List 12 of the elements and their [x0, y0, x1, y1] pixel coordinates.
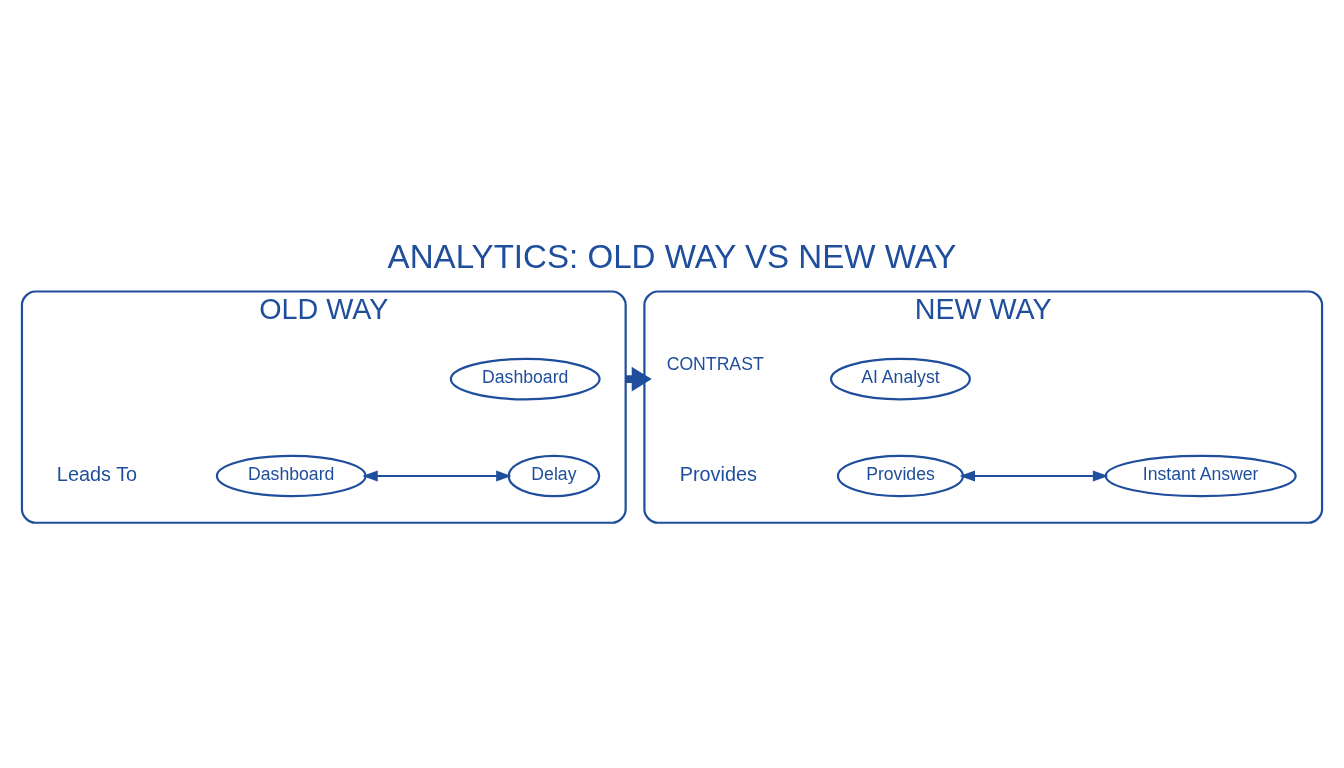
node-ellipse: Provides [836, 454, 965, 497]
node-ellipse: AI Analyst [829, 357, 971, 400]
node-ellipse: Instant Answer [1104, 454, 1297, 497]
diagram-title: ANALYTICS: OLD WAY VS NEW WAY [387, 237, 957, 275]
arrow [959, 470, 1109, 481]
node-ellipse: Dashboard [215, 454, 367, 497]
label: Provides [679, 462, 757, 485]
node-ellipse: Dashboard [449, 357, 601, 400]
edge-label: CONTRAST [666, 353, 764, 374]
arrow [362, 470, 512, 481]
node-ellipse: Delay [507, 454, 601, 497]
label: Leads To [56, 462, 138, 485]
